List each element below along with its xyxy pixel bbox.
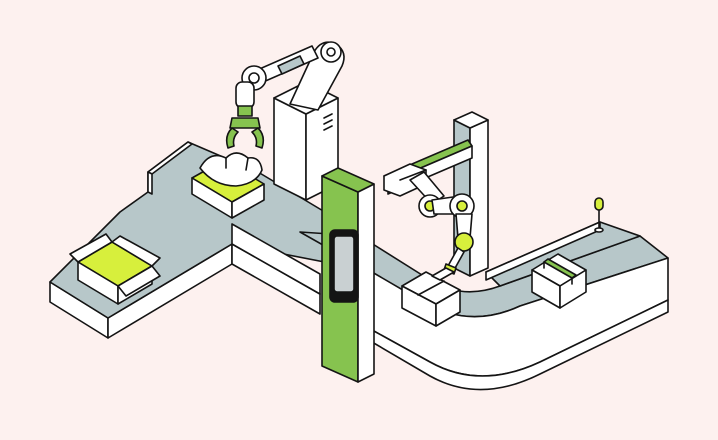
box-icon [531, 253, 587, 309]
vent-icon [323, 113, 333, 131]
scanner-gate-icon [321, 167, 375, 383]
conveyor-right [231, 221, 669, 391]
robot-arm-icon [409, 171, 475, 275]
signal-light-icon [594, 197, 604, 233]
box-icon [191, 152, 265, 219]
robot-arm-icon [235, 41, 345, 117]
box-icon [401, 267, 461, 327]
box-icon [69, 233, 161, 305]
gripper-icon [225, 117, 265, 149]
